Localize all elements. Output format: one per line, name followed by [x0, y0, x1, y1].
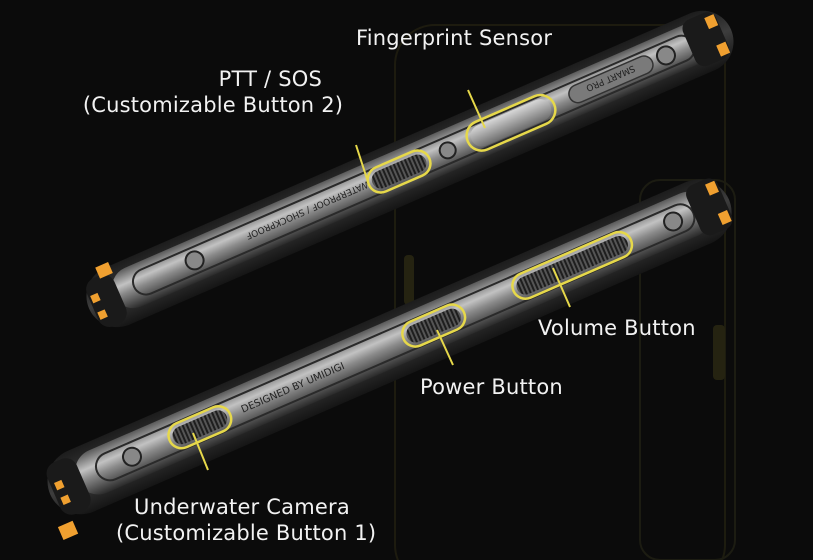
ptt-sos-text: PTT / SOS [218, 67, 322, 91]
leader-lines [192, 89, 571, 471]
background-frame [394, 24, 736, 560]
camera-button [172, 410, 228, 445]
ptt-sos-button [371, 154, 427, 189]
upper-screw-right [655, 45, 676, 66]
upper-screw-mid [438, 141, 457, 160]
ptt-sos-highlight [366, 149, 432, 194]
ptt-leader [355, 144, 369, 183]
power-button-label: Power Button [420, 374, 563, 400]
fingerprint-sensor-text: Fingerprint Sensor [356, 26, 553, 50]
ptt-sos-subtext: (Customizable Button 2) [82, 93, 344, 117]
ptt-sos-label: PTT / SOS (Customizable Button 2) [70, 66, 356, 118]
lower-phone: DESIGNED BY UMIDIGI [46, 178, 733, 540]
fingerprint-sensor [470, 99, 552, 147]
lower-screw-left [121, 446, 142, 467]
lower-screw-right [663, 211, 684, 232]
volume-leader [552, 267, 571, 308]
upper-phone: SMART PRO WATERPROOF / SHOCKPROOF [86, 10, 734, 328]
fingerprint-highlight [465, 93, 557, 152]
camera-highlight [167, 405, 233, 450]
power-leader [436, 329, 454, 366]
upper-screw-left [184, 250, 205, 271]
volume-button [516, 236, 628, 295]
power-button-text: Power Button [420, 375, 563, 399]
underwater-camera-subtext: (Customizable Button 1) [116, 521, 377, 545]
fingerprint-leader [467, 89, 486, 129]
underwater-camera-text: Underwater Camera [134, 495, 350, 519]
volume-button-label: Volume Button [538, 315, 696, 341]
underwater-camera-label: Underwater Camera (Customizable Button 1… [116, 494, 377, 546]
camera-leader [192, 432, 209, 471]
volume-button-text: Volume Button [538, 316, 696, 340]
power-button [406, 308, 462, 343]
volume-highlight [511, 230, 634, 300]
power-highlight [401, 303, 467, 348]
fingerprint-sensor-label: Fingerprint Sensor [356, 25, 552, 51]
